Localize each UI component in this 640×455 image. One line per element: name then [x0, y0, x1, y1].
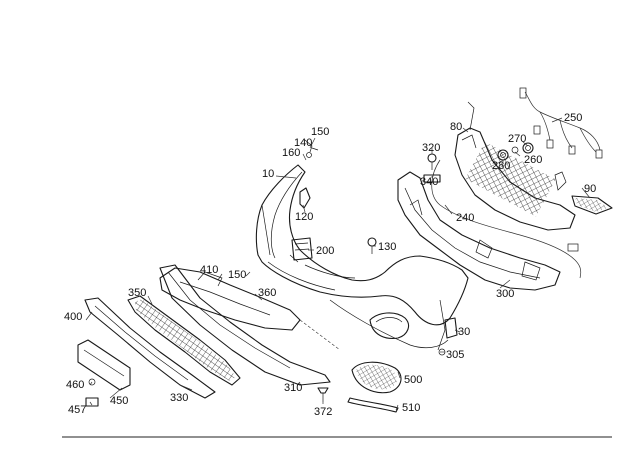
label-372: 372: [314, 406, 332, 418]
label-120: 120: [295, 211, 313, 223]
label-240: 240: [456, 212, 474, 224]
label-250: 250: [564, 112, 582, 124]
label-410: 410: [200, 264, 218, 276]
label-130: 130: [378, 241, 396, 253]
label-140: 140: [294, 137, 312, 149]
bumper-bracket-part-300: [397, 171, 561, 291]
bumper-cover-part-10: [255, 164, 469, 351]
lip-trim-part-400: [84, 297, 216, 399]
plate-bracket-part-450: [77, 339, 131, 407]
label-360: 360: [258, 287, 276, 299]
label-150b: 150: [228, 269, 246, 281]
label-320: 320: [422, 142, 440, 154]
leader-lines: [85, 117, 591, 411]
label-260: 260: [524, 154, 542, 166]
cable-part-240: [431, 159, 582, 279]
lower-frame-part-310: [159, 264, 331, 386]
fog-grille-part-500: [347, 361, 402, 413]
grille-bracket-part-80: [454, 101, 576, 231]
label-80: 80: [450, 121, 462, 133]
label-10: 10: [262, 168, 274, 180]
screw-part-372: [317, 387, 329, 402]
label-305: 305: [446, 349, 464, 361]
label-510: 510: [402, 402, 420, 414]
label-457: 457: [68, 404, 86, 416]
label-160: 160: [282, 147, 300, 159]
label-310: 310: [284, 382, 302, 394]
undertray-part-360: [159, 267, 341, 351]
label-500: 500: [404, 374, 422, 386]
label-330: 330: [170, 392, 188, 404]
label-30: 30: [458, 326, 470, 338]
label-460: 460: [66, 379, 84, 391]
label-340: 340: [420, 176, 438, 188]
trim-part-90: [571, 195, 613, 215]
label-300: 300: [496, 288, 514, 300]
label-150: 150: [311, 126, 329, 138]
label-350: 350: [128, 287, 146, 299]
label-270: 270: [508, 133, 526, 145]
label-90: 90: [584, 183, 596, 195]
part-labels: 10 160 140 150 120 200 130 80 250 270 26…: [64, 112, 596, 418]
wiring-harness-part-250: [519, 87, 603, 159]
label-450: 450: [110, 395, 128, 407]
label-280: 280: [492, 160, 510, 172]
label-200: 200: [316, 245, 334, 257]
label-400: 400: [64, 311, 82, 323]
module-part-200: [291, 237, 313, 261]
small-parts-120-160: [299, 139, 319, 209]
lower-grille-part-350: [127, 295, 241, 386]
